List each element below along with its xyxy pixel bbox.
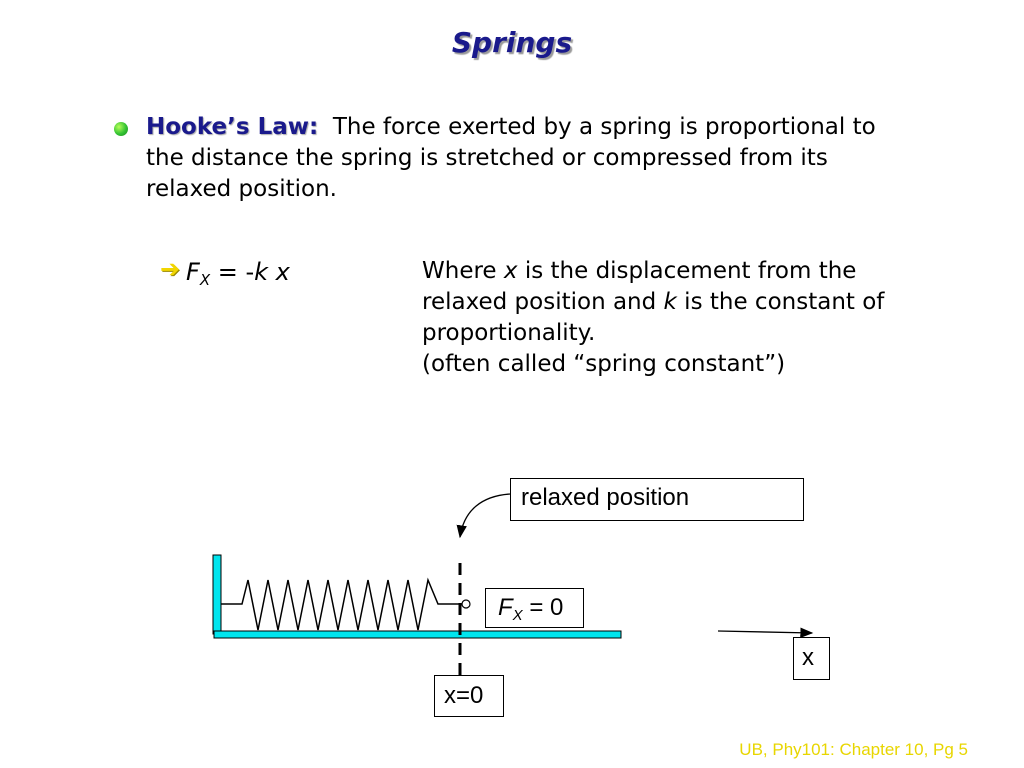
formula-equals: = - <box>210 258 255 286</box>
x-axis-text: x <box>802 644 814 671</box>
force-symbol: F <box>498 594 513 621</box>
hookes-law-formula: FX = -k x <box>186 256 290 296</box>
formula-explanation: Where x is the displacement from the rel… <box>422 256 922 380</box>
force-value: = 0 <box>522 594 564 621</box>
floor <box>213 630 622 639</box>
formula-k: k <box>254 258 269 286</box>
explanation-part: Where <box>422 258 504 284</box>
explanation-k: k <box>663 289 677 315</box>
relaxed-position-text: relaxed position <box>521 484 690 511</box>
formula-x: x <box>275 258 290 286</box>
slide-title: Springs <box>451 26 573 59</box>
bullet-icon <box>114 122 128 136</box>
x-axis-label: x <box>793 637 830 680</box>
origin-label: x=0 <box>434 675 504 717</box>
spring-end-marker <box>461 599 471 609</box>
wall <box>212 554 222 635</box>
spring <box>221 577 462 631</box>
explanation-part: is the displacement from the relaxed pos… <box>422 258 857 315</box>
explanation-part: is the constant of proportionality. <box>422 289 885 346</box>
explanation-x: x <box>503 258 518 284</box>
hookes-law-term: Hooke’s Law: <box>146 114 319 140</box>
formula-subscript: X <box>199 271 211 289</box>
hookes-law-description: The force exerted by a spring is proport… <box>146 114 876 202</box>
right-arrow-icon: ➔ <box>160 255 181 283</box>
slide-footer: UB, Phy101: Chapter 10, Pg 5 <box>739 740 968 759</box>
relaxed-pointer-arrow <box>456 493 511 539</box>
force-zero-label: FX = 0 <box>485 588 584 628</box>
x-axis-arrow <box>717 627 814 638</box>
spring-constant-note: (often called “spring constant”) <box>422 351 786 377</box>
relaxed-position-label: relaxed position <box>510 478 804 521</box>
origin-text: x=0 <box>444 682 484 709</box>
force-subscript: X <box>512 607 523 624</box>
formula-force-symbol: F <box>186 258 200 286</box>
hookes-law-text: Hooke’s Law: The force exerted by a spri… <box>146 112 886 205</box>
